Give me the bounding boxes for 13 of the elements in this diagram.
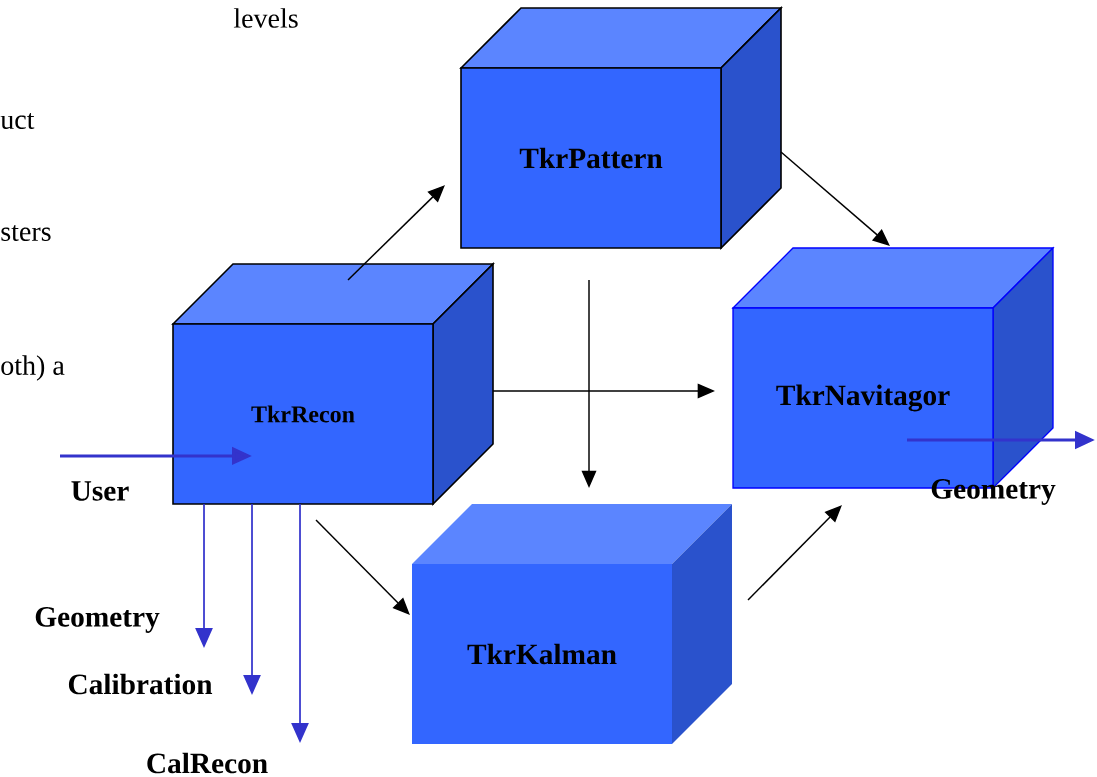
arrow: [315, 519, 410, 615]
cube-box: TkrKalman: [412, 504, 732, 744]
slide-text: oth) a: [1, 355, 65, 381]
arrow-label: User: [71, 481, 129, 501]
slide-text: sters: [1, 224, 51, 241]
arrow-label: CalRecon: [147, 752, 268, 774]
slide-text: uct: [0, 112, 35, 129]
arrow: [347, 185, 445, 281]
arrow-label: Calibration: [68, 673, 213, 695]
arrow-label: Geometry: [35, 607, 160, 633]
arrow: [747, 505, 842, 601]
arrow: [780, 151, 890, 246]
slide-text: levels: [233, 8, 298, 28]
